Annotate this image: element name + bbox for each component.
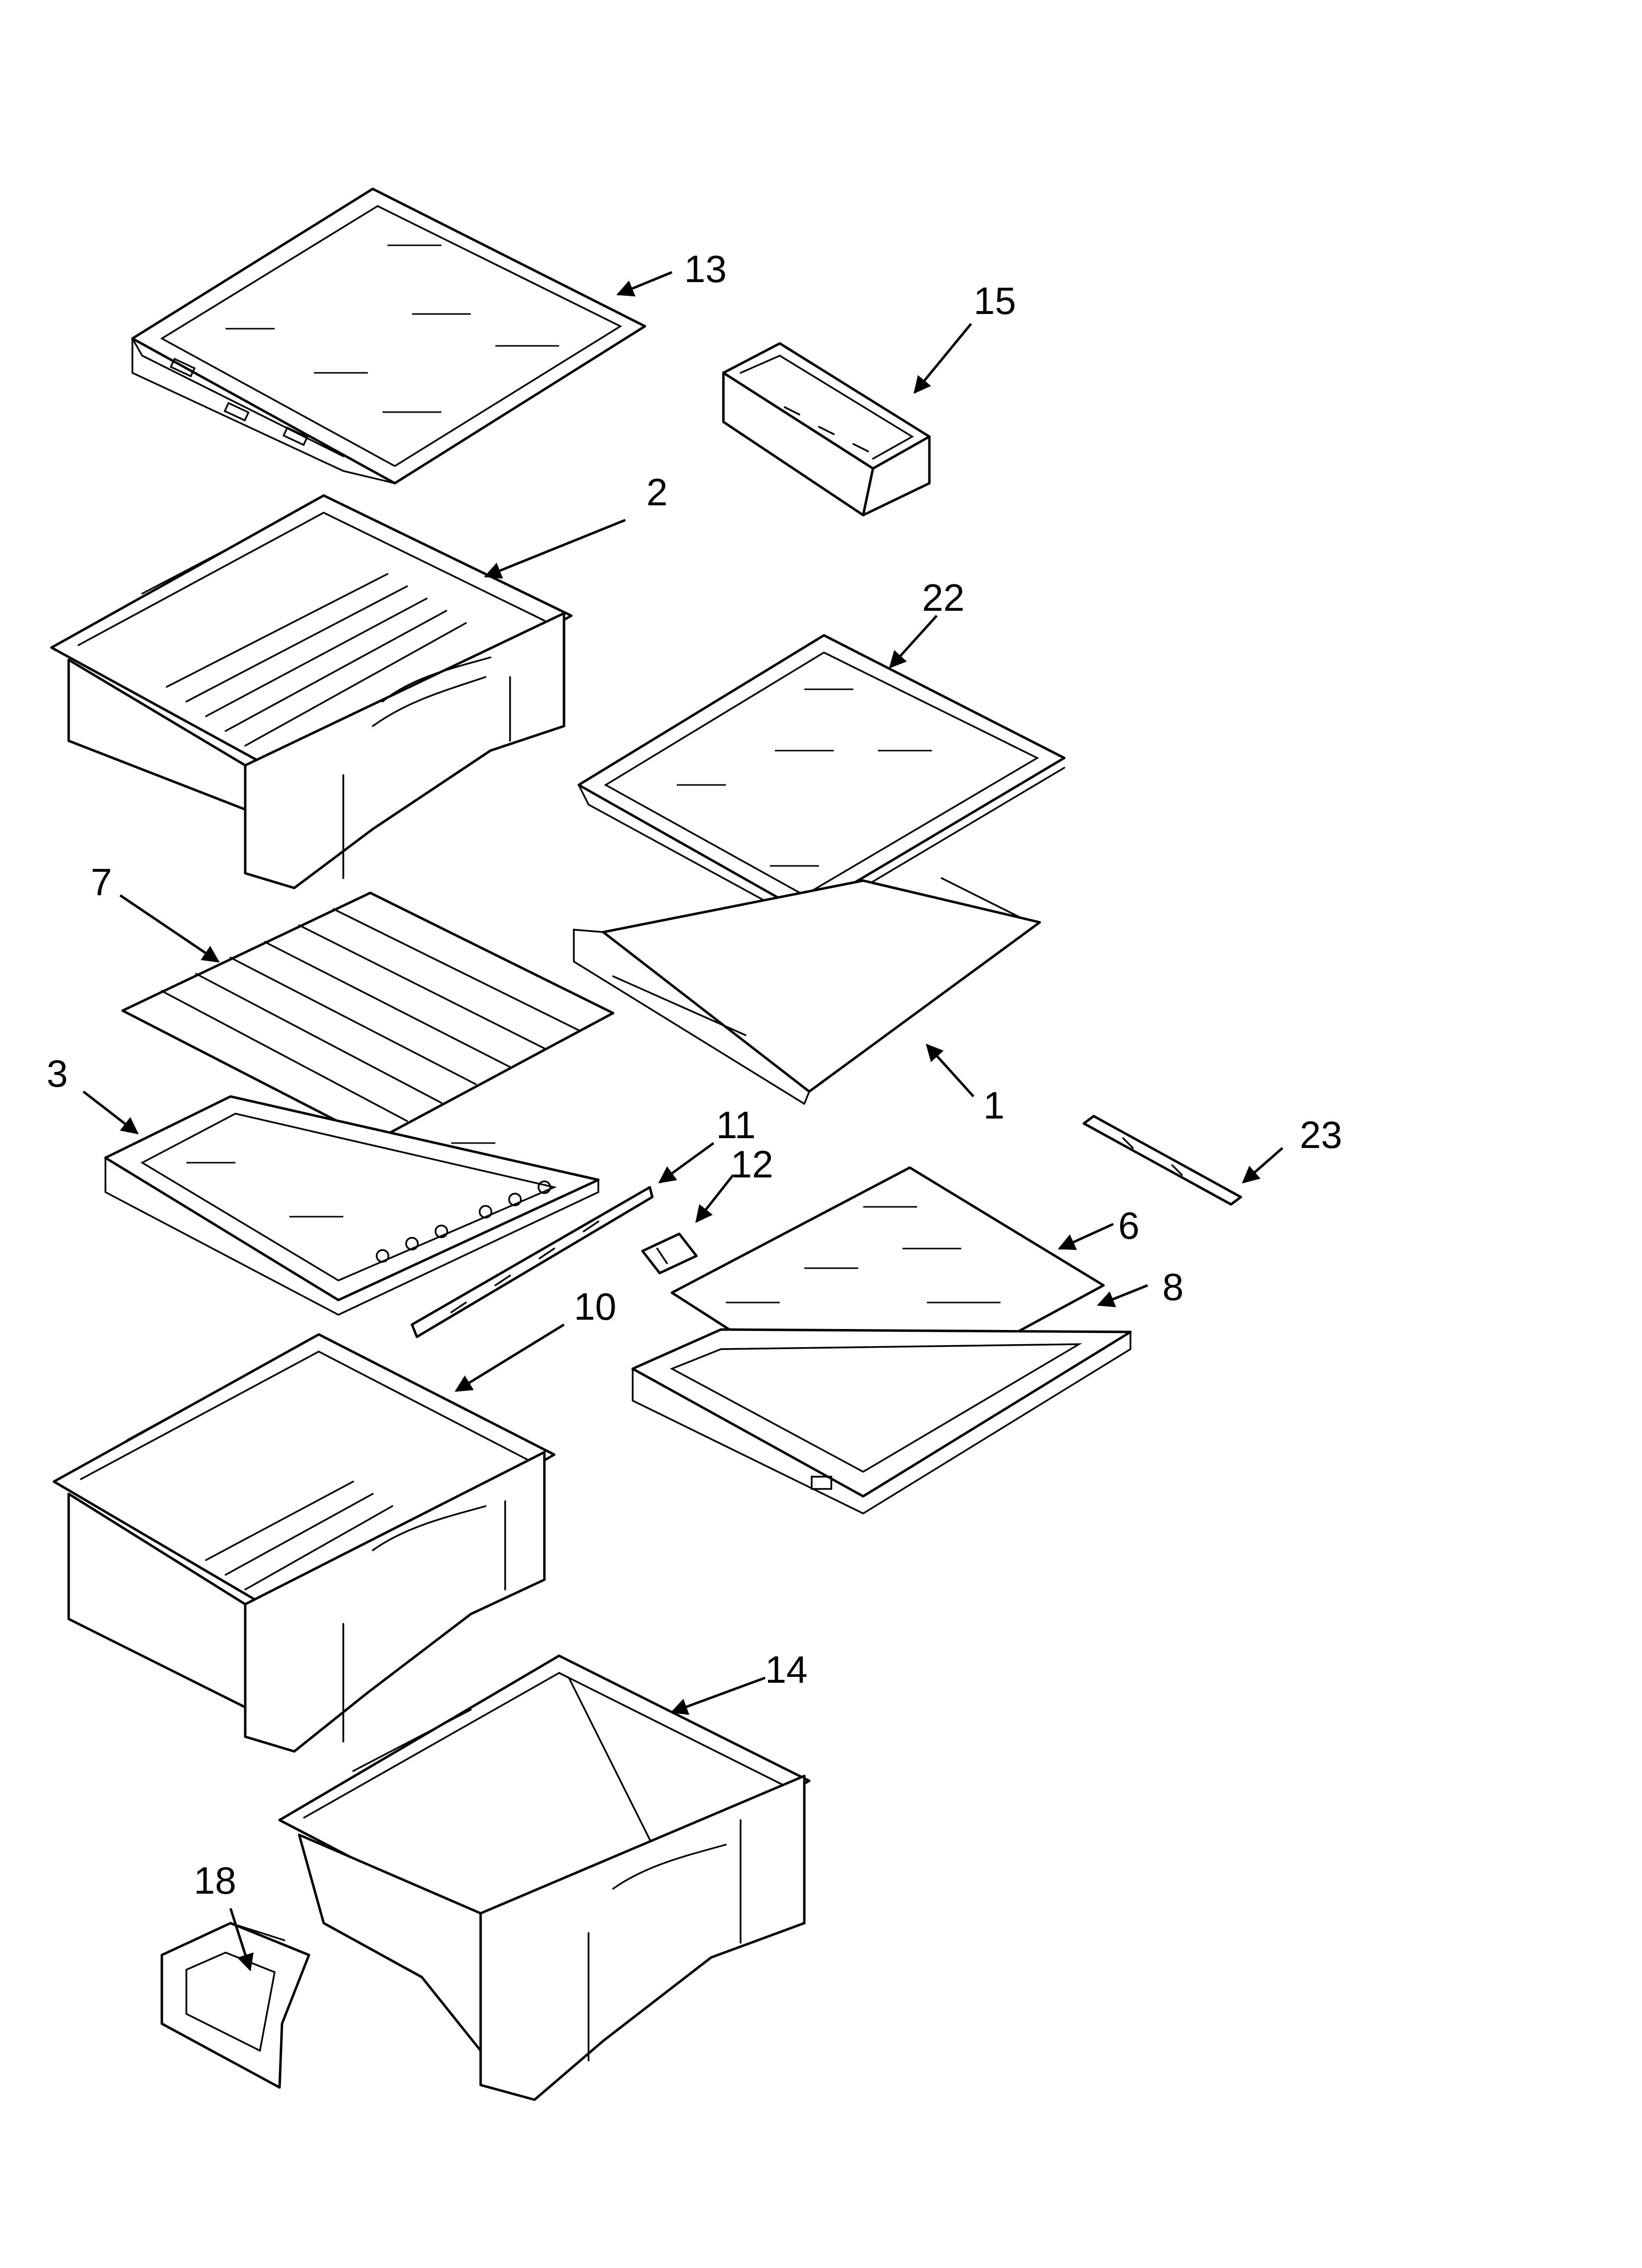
leader-lines: [82, 271, 1283, 1972]
callout-1: 1: [983, 1084, 1004, 1127]
part-22-glass-shelf: [577, 634, 1066, 924]
callout-18: 18: [194, 1859, 236, 1902]
callout-labels: 13 15 2 22 7 1 3 11 12 23 6 8 10 14 18: [47, 247, 1342, 1902]
part-13-glass-shelf: [131, 187, 646, 485]
callout-6: 6: [1118, 1204, 1139, 1247]
callout-8: 8: [1162, 1265, 1183, 1308]
callout-15: 15: [974, 279, 1016, 322]
callout-13: 13: [684, 247, 727, 290]
part-18-label: [160, 1922, 310, 2089]
part-10-crisper-drawer: [52, 1333, 556, 1753]
callout-23: 23: [1300, 1113, 1342, 1156]
callout-11: 11: [716, 1103, 756, 1147]
part-11-rail: [410, 1186, 654, 1338]
part-3-cover-frame: [104, 1095, 600, 1316]
callout-14: 14: [765, 1648, 808, 1691]
part-14-deep-drawer: [278, 1654, 811, 2101]
callout-12: 12: [731, 1143, 773, 1186]
part-8-frame: [631, 1328, 1132, 1514]
part-15-bin: [722, 342, 931, 517]
callout-3: 3: [47, 1052, 68, 1095]
callout-7: 7: [91, 860, 112, 904]
callout-10: 10: [574, 1285, 616, 1328]
callout-2: 2: [646, 470, 667, 514]
part-2-crisper-drawer: [50, 494, 573, 889]
part-7-crisper-cover: [121, 891, 615, 1142]
part-1-shelf-frame: [573, 877, 1041, 1105]
part-12-clip: [641, 1232, 698, 1275]
callout-22: 22: [922, 576, 965, 619]
part-23-bracket: [1082, 1115, 1242, 1206]
